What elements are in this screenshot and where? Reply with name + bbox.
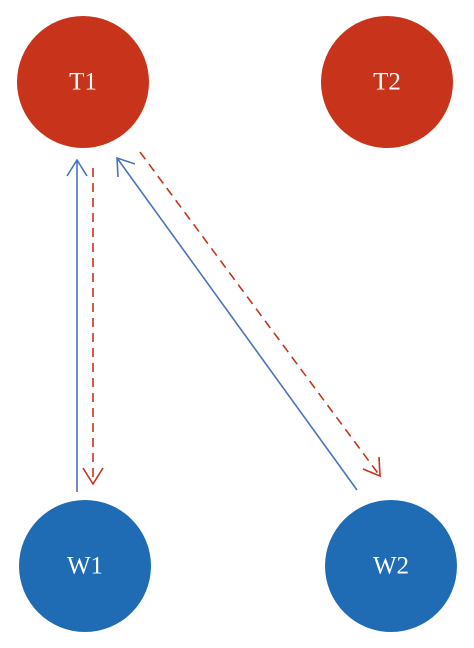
node-t2: T2 [321, 16, 453, 148]
node-w2-label: W2 [373, 553, 409, 580]
edge-t1-to-w1-arrowhead [82, 467, 104, 486]
edge-t1-to-w2 [139, 151, 381, 478]
node-w2: W2 [325, 500, 457, 632]
edge-t1-to-w2-arrowhead [362, 456, 381, 478]
node-t1-label: T1 [69, 69, 97, 96]
node-t1-circle [17, 16, 149, 148]
edge-w1-to-t1-arrowhead [66, 158, 88, 177]
edge-t1-to-w2-line [139, 151, 381, 477]
node-w1-circle [19, 500, 151, 632]
node-w1: W1 [19, 500, 151, 632]
node-t2-label: T2 [373, 69, 401, 96]
edges [66, 151, 381, 492]
edge-w2-to-t1-line [116, 157, 358, 491]
edge-w1-to-t1 [66, 158, 88, 492]
node-w1-label: W1 [67, 553, 103, 580]
edge-w2-to-t1-arrowhead [116, 156, 136, 178]
node-t2-circle [321, 16, 453, 148]
edge-w2-to-t1 [116, 156, 358, 491]
node-w2-circle [325, 500, 457, 632]
node-t1: T1 [17, 16, 149, 148]
edge-t1-to-w1 [82, 168, 104, 486]
